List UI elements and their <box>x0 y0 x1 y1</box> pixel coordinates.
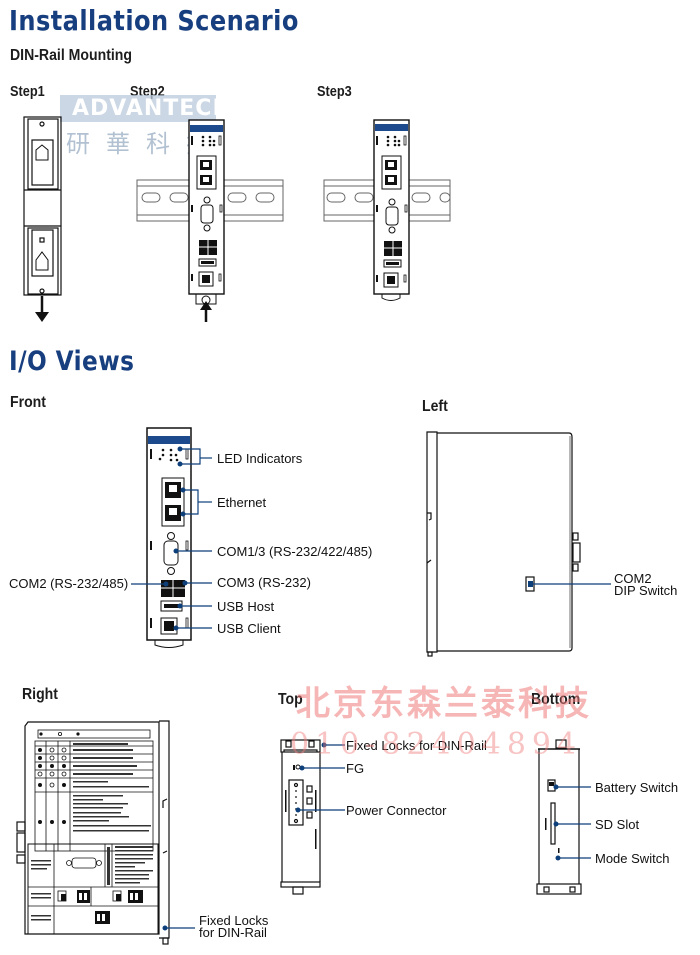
callout-battery-switch: Battery Switch <box>595 780 679 795</box>
din-rail-subtitle: DIN-Rail Mounting <box>10 47 133 64</box>
step1-top-clip <box>27 118 59 190</box>
callout-com2: COM2 (RS-232/485) <box>9 576 129 591</box>
callout-fg: FG <box>346 761 365 776</box>
step1-body <box>23 116 62 296</box>
fixed-locks-callout-dot <box>162 925 168 931</box>
callout-com3: COM3 (RS-232) <box>217 575 311 590</box>
callout-sd-slot: SD Slot <box>595 817 640 832</box>
front-led-cluster <box>150 448 179 462</box>
callout-usb-host: USB Host <box>217 599 275 614</box>
left-din-clip <box>426 431 438 653</box>
front-brand-band <box>148 436 190 444</box>
step3-label: Step3 <box>317 83 352 100</box>
left-heading: Left <box>422 398 448 415</box>
callout-power-connector: Power Connector <box>346 803 447 818</box>
step2-device <box>188 119 225 305</box>
dealer-watermark-name: 北京东森兰泰科技 <box>296 684 592 724</box>
step1-label: Step1 <box>10 83 45 100</box>
com13-callout-dot <box>173 548 179 554</box>
advantech-watermark-logo: ADVANTECH <box>72 96 232 121</box>
usb-host-callout-dot <box>177 603 183 609</box>
com2-callout-dot <box>163 581 169 587</box>
com3-callout-dot <box>182 580 188 586</box>
fg-callout-dot <box>299 765 305 771</box>
installation-title: Installation Scenario <box>9 4 299 37</box>
step1-device-rear <box>23 116 62 322</box>
advantech-watermark-cn: 研華科技 <box>66 130 226 158</box>
callout-led-indicators: LED Indicators <box>217 451 303 466</box>
front-heading: Front <box>10 394 46 411</box>
power-callout-dot <box>295 807 301 813</box>
step1-pull-arrow <box>35 296 49 322</box>
bottom-heading: Bottom <box>531 691 581 708</box>
right-heading: Right <box>22 686 58 703</box>
advantech-watermark-box <box>60 95 216 122</box>
step1-bottom-latch <box>31 229 54 277</box>
callout-ethernet: Ethernet <box>217 495 267 510</box>
led-callout-dot <box>177 446 183 452</box>
callout-right-fixed-locks-line2: for DIN-Rail <box>199 925 267 940</box>
callout-top-fixed-locks: Fixed Locks for DIN-Rail <box>346 738 487 753</box>
callout-right-fixed-locks: Fixed Locks for DIN-Rail <box>199 913 269 940</box>
db9-connector <box>163 540 179 566</box>
power-connector <box>288 779 304 826</box>
callout-usb-client: USB Client <box>217 621 281 636</box>
right-body <box>24 721 160 935</box>
bottom-din-lock <box>536 883 582 895</box>
fg-terminal <box>293 765 295 770</box>
led-status-table <box>27 729 159 935</box>
top-din-lock <box>280 739 321 753</box>
callout-com2-dip: COM2 DIP Switch <box>614 571 678 598</box>
usb-client-callout-dot <box>173 625 179 631</box>
ethernet-callout-dot <box>180 487 186 493</box>
io-views-title: I/O Views <box>9 346 135 377</box>
step1-top-latch <box>31 139 54 186</box>
top-heading: Top <box>278 691 303 708</box>
callout-mode-switch: Mode Switch <box>595 851 670 866</box>
left-body <box>437 432 573 652</box>
top-locks-callout-dot <box>321 742 327 748</box>
callout-right-fixed-locks-line1: Fixed Locks <box>199 913 269 928</box>
sd-callout-dot <box>553 821 559 827</box>
step3-illustration <box>323 119 451 301</box>
callout-com2-dip-line1: COM2 <box>614 571 652 586</box>
led-description-text-lines <box>31 743 153 921</box>
led-status-dots <box>38 732 80 824</box>
dealer-watermark-phone: 010-82404894 <box>290 727 583 762</box>
mode-callout-dot <box>555 855 561 861</box>
callout-com13: COM1/3 (RS-232/422/485) <box>217 544 373 559</box>
step2-push-arrow <box>200 301 212 322</box>
step1-bottom-clip <box>27 227 59 295</box>
terminal-blocks <box>57 890 143 924</box>
step2-illustration <box>136 119 284 322</box>
step3-device <box>373 119 410 301</box>
battery-callout-dot <box>553 784 559 790</box>
callout-com2-dip-line2: DIP Switch <box>614 583 678 598</box>
